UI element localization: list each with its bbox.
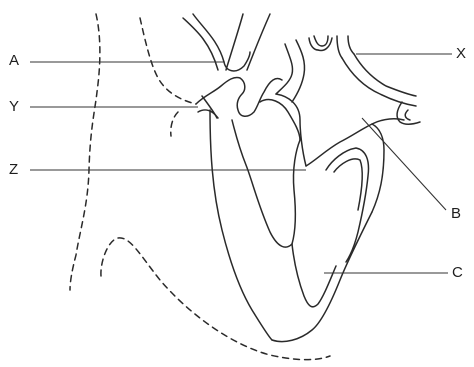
label-z: Z	[9, 162, 18, 177]
outer-wall-bottom	[272, 212, 372, 342]
atrium-inner-2	[198, 110, 218, 118]
pulmonary-vein-lower	[354, 54, 416, 96]
label-b: B	[451, 206, 461, 221]
label-a: A	[9, 53, 19, 68]
label-y: Y	[9, 99, 19, 114]
outer-wall-right	[372, 124, 384, 212]
pulmonary-vein-stub-b	[405, 110, 410, 120]
vessel-x-6	[348, 36, 354, 54]
septum-top	[276, 94, 306, 166]
dashed-outline-small	[171, 112, 178, 136]
leader-line-b	[362, 118, 446, 210]
vessel-x-3	[314, 36, 322, 46]
aorta-trunk-right	[247, 14, 270, 70]
dashed-outlines	[70, 14, 330, 360]
dashed-outline-upper	[140, 18, 196, 104]
pulmonary-right	[292, 40, 305, 102]
vessel-x-5	[337, 36, 342, 58]
dashed-outline-lower	[101, 238, 330, 360]
vessel-x-1	[309, 38, 318, 50]
outer-wall-left	[210, 110, 272, 340]
vessel-x-4	[322, 36, 328, 46]
septum-right	[292, 140, 300, 244]
dashed-outline-left	[70, 14, 100, 290]
heart-outline	[183, 14, 420, 342]
inner-wall-apex	[292, 244, 336, 307]
label-x: X	[456, 46, 466, 61]
septum-left	[232, 120, 292, 247]
pulmonary-vein-stub-a	[397, 102, 420, 124]
pulmonary-left	[276, 44, 293, 94]
label-c: C	[452, 265, 463, 280]
septum-inner-left	[260, 100, 300, 140]
aorta-left-inner	[193, 14, 224, 62]
aorta-trunk-left	[226, 14, 243, 70]
left-ventricle-inner	[334, 159, 362, 210]
